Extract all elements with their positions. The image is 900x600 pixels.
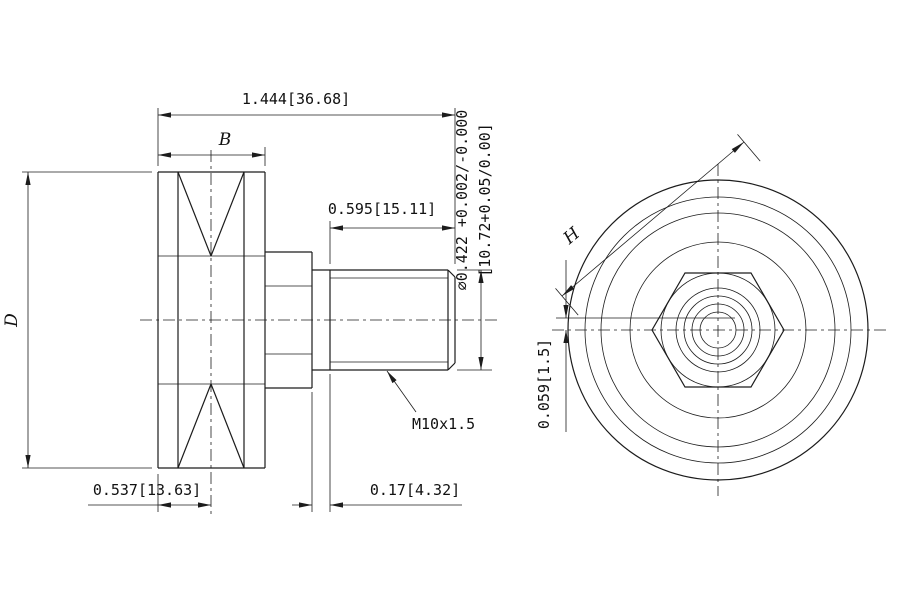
dimension-hex-width: H: [555, 134, 761, 316]
dim-thread-length-text: 0.595[15.11]: [328, 200, 436, 218]
dim-face-to-groove-text: 0.537[13.63]: [93, 481, 201, 499]
side-view-centerlines: [140, 150, 500, 516]
dimension-shoulder: 0.17[4.32]: [292, 374, 462, 512]
dim-h-text: H: [559, 223, 585, 249]
dim-stud-diameter-inch-text: ⌀0.422 +0.002/-0.000: [453, 110, 471, 291]
dimension-face-to-groove: 0.537[13.63]: [88, 474, 211, 512]
dim-center-offset-text: 0.059[1.5]: [535, 339, 553, 429]
side-view: 1.444[36.68] B D 0.595[15.11]: [2, 90, 500, 516]
dimension-total-length: 1.444[36.68]: [157, 90, 456, 264]
dim-stud-diameter-mm-text: [10.72+0.05/0.00]: [476, 123, 494, 277]
dim-total-length-text: 1.444[36.68]: [242, 90, 350, 108]
dimension-center-offset: 0.059[1.5]: [535, 260, 735, 432]
dimension-groove-width: B: [158, 130, 266, 166]
thread-spec-leader: M10x1.5: [386, 370, 475, 433]
dimension-thread-length: 0.595[15.11]: [328, 200, 455, 264]
thread-spec-label: M10x1.5: [412, 415, 475, 433]
front-view: H 0.059[1.5]: [535, 134, 888, 496]
dimension-outer-diameter: D: [2, 171, 152, 469]
dim-shoulder-text: 0.17[4.32]: [370, 481, 460, 499]
dim-b-text: B: [218, 130, 232, 150]
dimension-stud-diameter: ⌀0.422 +0.002/-0.000 [10.72+0.05/0.00]: [453, 110, 494, 371]
front-view-centerlines: [552, 164, 888, 496]
dim-d-text: D: [2, 313, 22, 328]
